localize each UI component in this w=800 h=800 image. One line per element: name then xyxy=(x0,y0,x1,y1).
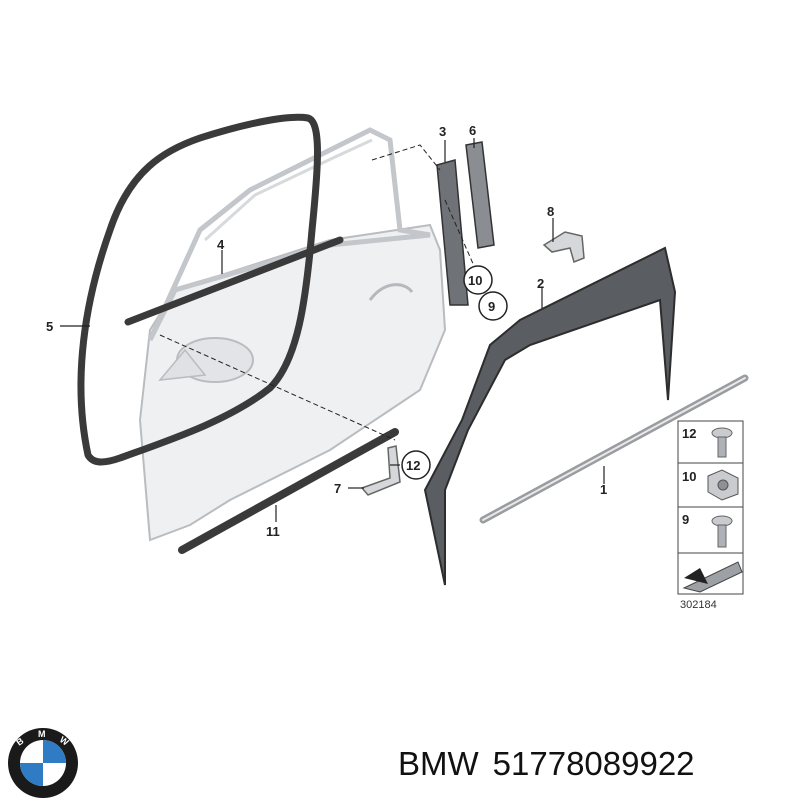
reference-number: 302184 xyxy=(680,599,717,611)
callout-1: 1 xyxy=(600,482,607,497)
bracket-part-7 xyxy=(360,445,401,496)
dashed-leader-lines xyxy=(159,144,479,441)
screw-icon xyxy=(711,515,733,548)
callout-8: 8 xyxy=(547,204,554,219)
callout-7: 7 xyxy=(334,481,341,496)
cover-part-6 xyxy=(465,141,495,249)
legend-row-9: 9 xyxy=(682,512,689,527)
callout-12: 12 xyxy=(406,458,420,473)
callout-4: 4 xyxy=(217,237,225,252)
brand-name: BMW xyxy=(398,745,479,782)
callout-9: 9 xyxy=(488,299,495,314)
legend-row-10: 10 xyxy=(682,469,696,484)
screw-icon xyxy=(711,427,733,458)
window-frame-part-2 xyxy=(423,246,677,586)
door-seal-part-5 xyxy=(77,113,321,466)
b-pillar-trim-part-3 xyxy=(436,159,469,306)
legend-row-12: 12 xyxy=(682,426,696,441)
direction-arrow-icon xyxy=(682,561,743,593)
callout-11: 11 xyxy=(266,524,280,539)
callout-6: 6 xyxy=(469,123,476,138)
callout-3: 3 xyxy=(439,124,446,139)
part-caption: BMW 51778089922 xyxy=(398,742,798,786)
callout-5: 5 xyxy=(46,319,53,334)
callout-2: 2 xyxy=(537,276,544,291)
window-seal-part-4 xyxy=(124,236,344,326)
sill-seal-part-11 xyxy=(178,428,399,554)
part-number: 51778089922 xyxy=(492,745,695,782)
logo-letter-b: B xyxy=(14,735,25,747)
bmw-logo: B M W xyxy=(8,728,78,798)
logo-letter-m: M xyxy=(38,729,46,739)
callout-10: 10 xyxy=(468,273,482,288)
callout-leader-lines xyxy=(60,138,605,522)
bracket-part-8 xyxy=(542,231,585,264)
hardware-legend: 12 10 9 xyxy=(677,420,744,595)
clip-nut-icon xyxy=(707,469,739,501)
